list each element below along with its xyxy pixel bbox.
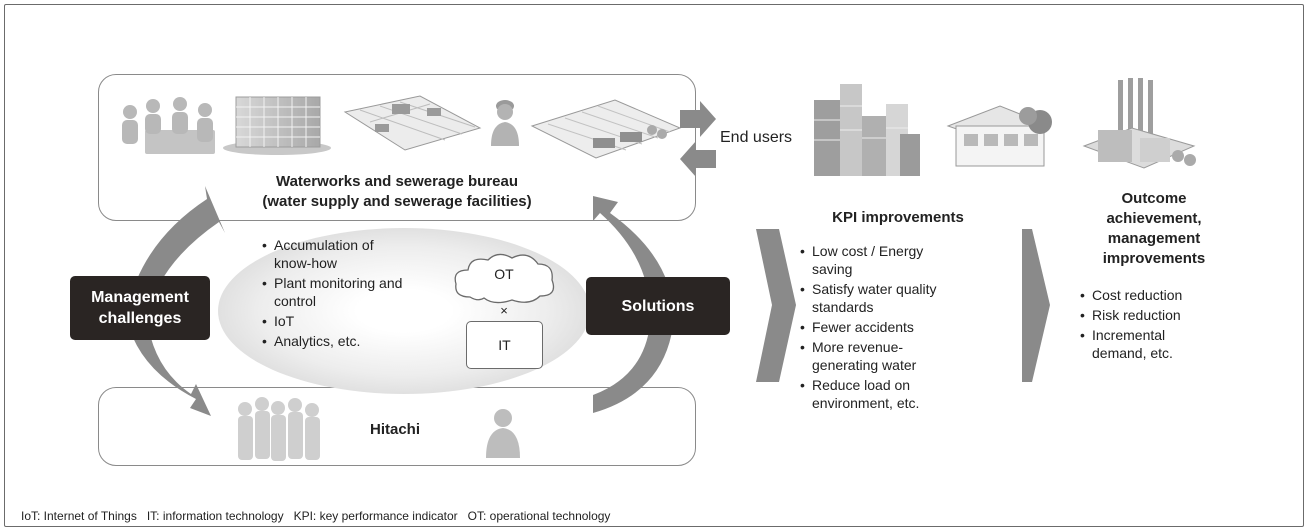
worker-icon xyxy=(491,100,519,146)
end-users-arrows xyxy=(680,101,716,177)
kpi-item: Satisfy water quality standards xyxy=(800,280,980,316)
city-icon xyxy=(814,84,920,176)
it-label: IT xyxy=(498,337,511,353)
hitachi-title: Hitachi xyxy=(369,421,420,438)
facility-map-icon xyxy=(530,99,682,159)
meeting-people-icon xyxy=(122,97,215,154)
solutions-label: Solutions xyxy=(621,297,695,315)
center-list: Accumulation of know-how Plant monitorin… xyxy=(262,236,452,352)
outcome-title: Outcome achievement, management improvem… xyxy=(1102,190,1206,267)
outcome-list: Cost reduction Risk reduction Incrementa… xyxy=(1080,286,1230,364)
kpi-item: Fewer accidents xyxy=(800,318,1000,336)
kpi-item: Low cost / Energy saving xyxy=(800,242,960,278)
it-box: IT xyxy=(466,321,543,369)
solutions-box: Solutions xyxy=(586,277,730,335)
kpi-title: KPI improvements xyxy=(832,209,964,226)
curved-arrow-right xyxy=(593,196,674,413)
kpi-item: More revenue-generating water xyxy=(800,338,960,374)
end-users-label: End users xyxy=(720,129,793,146)
ot-label: OT xyxy=(494,266,514,282)
times-symbol: × xyxy=(500,303,508,318)
management-challenges-box: Management challenges xyxy=(70,276,210,340)
bureau-title-line1: Waterworks and sewerage bureau xyxy=(275,173,519,190)
management-challenges-label: Management challenges xyxy=(91,289,189,327)
factory-icon xyxy=(1082,78,1196,169)
kpi-list: Low cost / Energy saving Satisfy water q… xyxy=(800,242,1000,414)
footnote: IoT: Internet of Things IT: information … xyxy=(21,509,611,523)
bureau-title-line2: (water supply and sewerage facilities) xyxy=(262,193,532,210)
business-people-icon xyxy=(238,397,320,461)
ot-cloud-icon xyxy=(454,253,555,304)
big-arrow-to-kpi xyxy=(756,229,796,382)
building-icon xyxy=(223,96,331,155)
outcome-item: Risk reduction xyxy=(1080,306,1230,324)
center-item: Plant monitoring and control xyxy=(262,274,412,310)
curved-arrow-left xyxy=(126,186,225,416)
center-item: IoT xyxy=(262,312,452,330)
center-item: Analytics, etc. xyxy=(262,332,452,350)
center-item: Accumulation of know-how xyxy=(262,236,412,272)
bureau-title: Waterworks and sewerage bureau (water su… xyxy=(98,172,696,212)
thinking-person-icon xyxy=(486,409,520,458)
kpi-item: Reduce load on environment, etc. xyxy=(800,376,960,412)
plant-map-icon xyxy=(343,95,482,151)
diagram-frame xyxy=(4,4,1304,527)
big-arrow-to-outcome xyxy=(1022,229,1050,382)
shopping-mall-icon xyxy=(946,105,1052,167)
outcome-item: Incremental demand, etc. xyxy=(1080,326,1200,362)
outcome-item: Cost reduction xyxy=(1080,286,1230,304)
